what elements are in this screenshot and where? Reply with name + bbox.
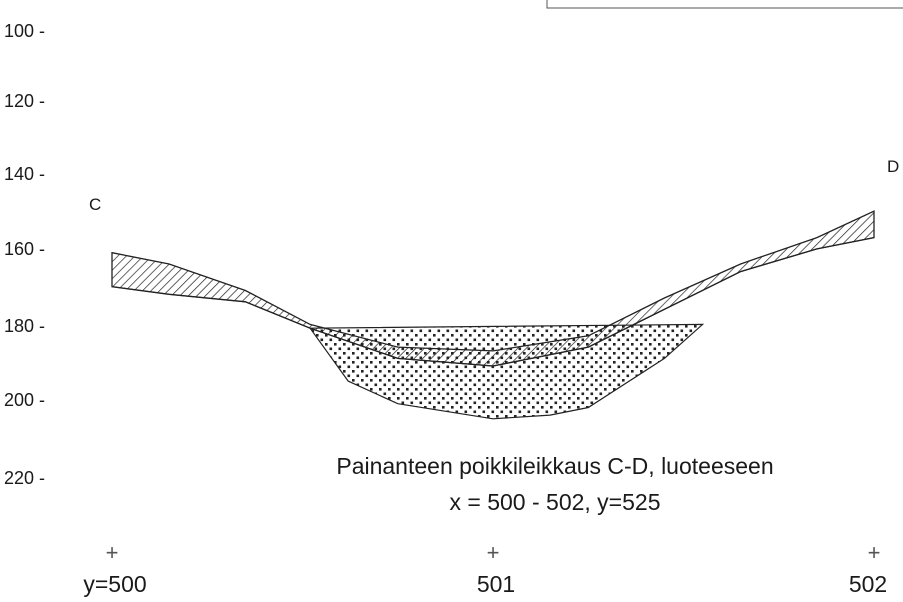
x-tick-mark: + <box>868 540 881 565</box>
dotted-sediment-layer <box>308 323 705 420</box>
chart-title: Painanteen poikkileikkaus C-D, luoteesee… <box>336 453 773 479</box>
y-tick-label: 180 - <box>4 316 45 336</box>
x-tick-mark: + <box>487 540 500 565</box>
x-tick-label: 501 <box>477 571 515 597</box>
legend-box <box>546 0 903 9</box>
y-tick-label: 140 - <box>4 164 45 184</box>
x-tick-label: y=500 <box>83 571 146 597</box>
y-tick-label: 120 - <box>4 91 45 111</box>
x-axis: + y=500 +501 +502 <box>83 540 887 597</box>
bottom-boundary-line <box>111 237 875 367</box>
x-tick-mark: + <box>106 540 119 565</box>
y-tick-label: 220 - <box>4 468 45 488</box>
y-tick-label: 160 - <box>4 239 45 259</box>
x-tick-label: 502 <box>849 571 887 597</box>
chart-subtitle: x = 500 - 502, y=525 <box>450 489 661 515</box>
endpoint-label-start: C <box>89 195 101 214</box>
endpoint-label-end: D <box>887 157 899 176</box>
y-tick-label: 100 - <box>4 21 45 41</box>
profile-layers <box>111 210 875 420</box>
y-axis: 100 - 120 - 140 - 160 - 180 - 200 - 220 … <box>4 21 45 488</box>
y-tick-label: 200 - <box>4 390 45 410</box>
